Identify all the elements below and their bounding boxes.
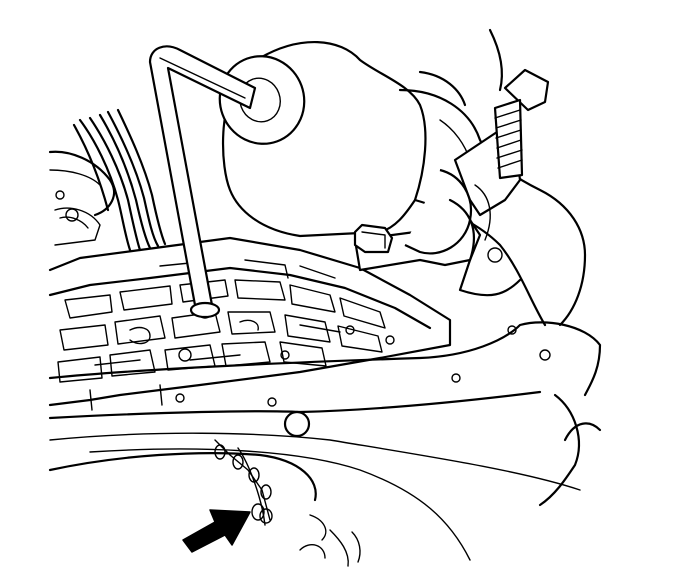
target-hole [251, 503, 265, 521]
hex-key [148, 45, 257, 319]
valve-body [48, 236, 452, 411]
pointer-arrow [182, 509, 251, 553]
bracket [353, 128, 522, 297]
check-ball [283, 410, 311, 438]
adjuster-screw [493, 68, 550, 180]
solenoid-tool [218, 28, 587, 327]
wiring-harness [72, 108, 167, 252]
case-casting [48, 439, 361, 567]
bolt [353, 223, 394, 254]
gasket-plate [48, 321, 602, 561]
